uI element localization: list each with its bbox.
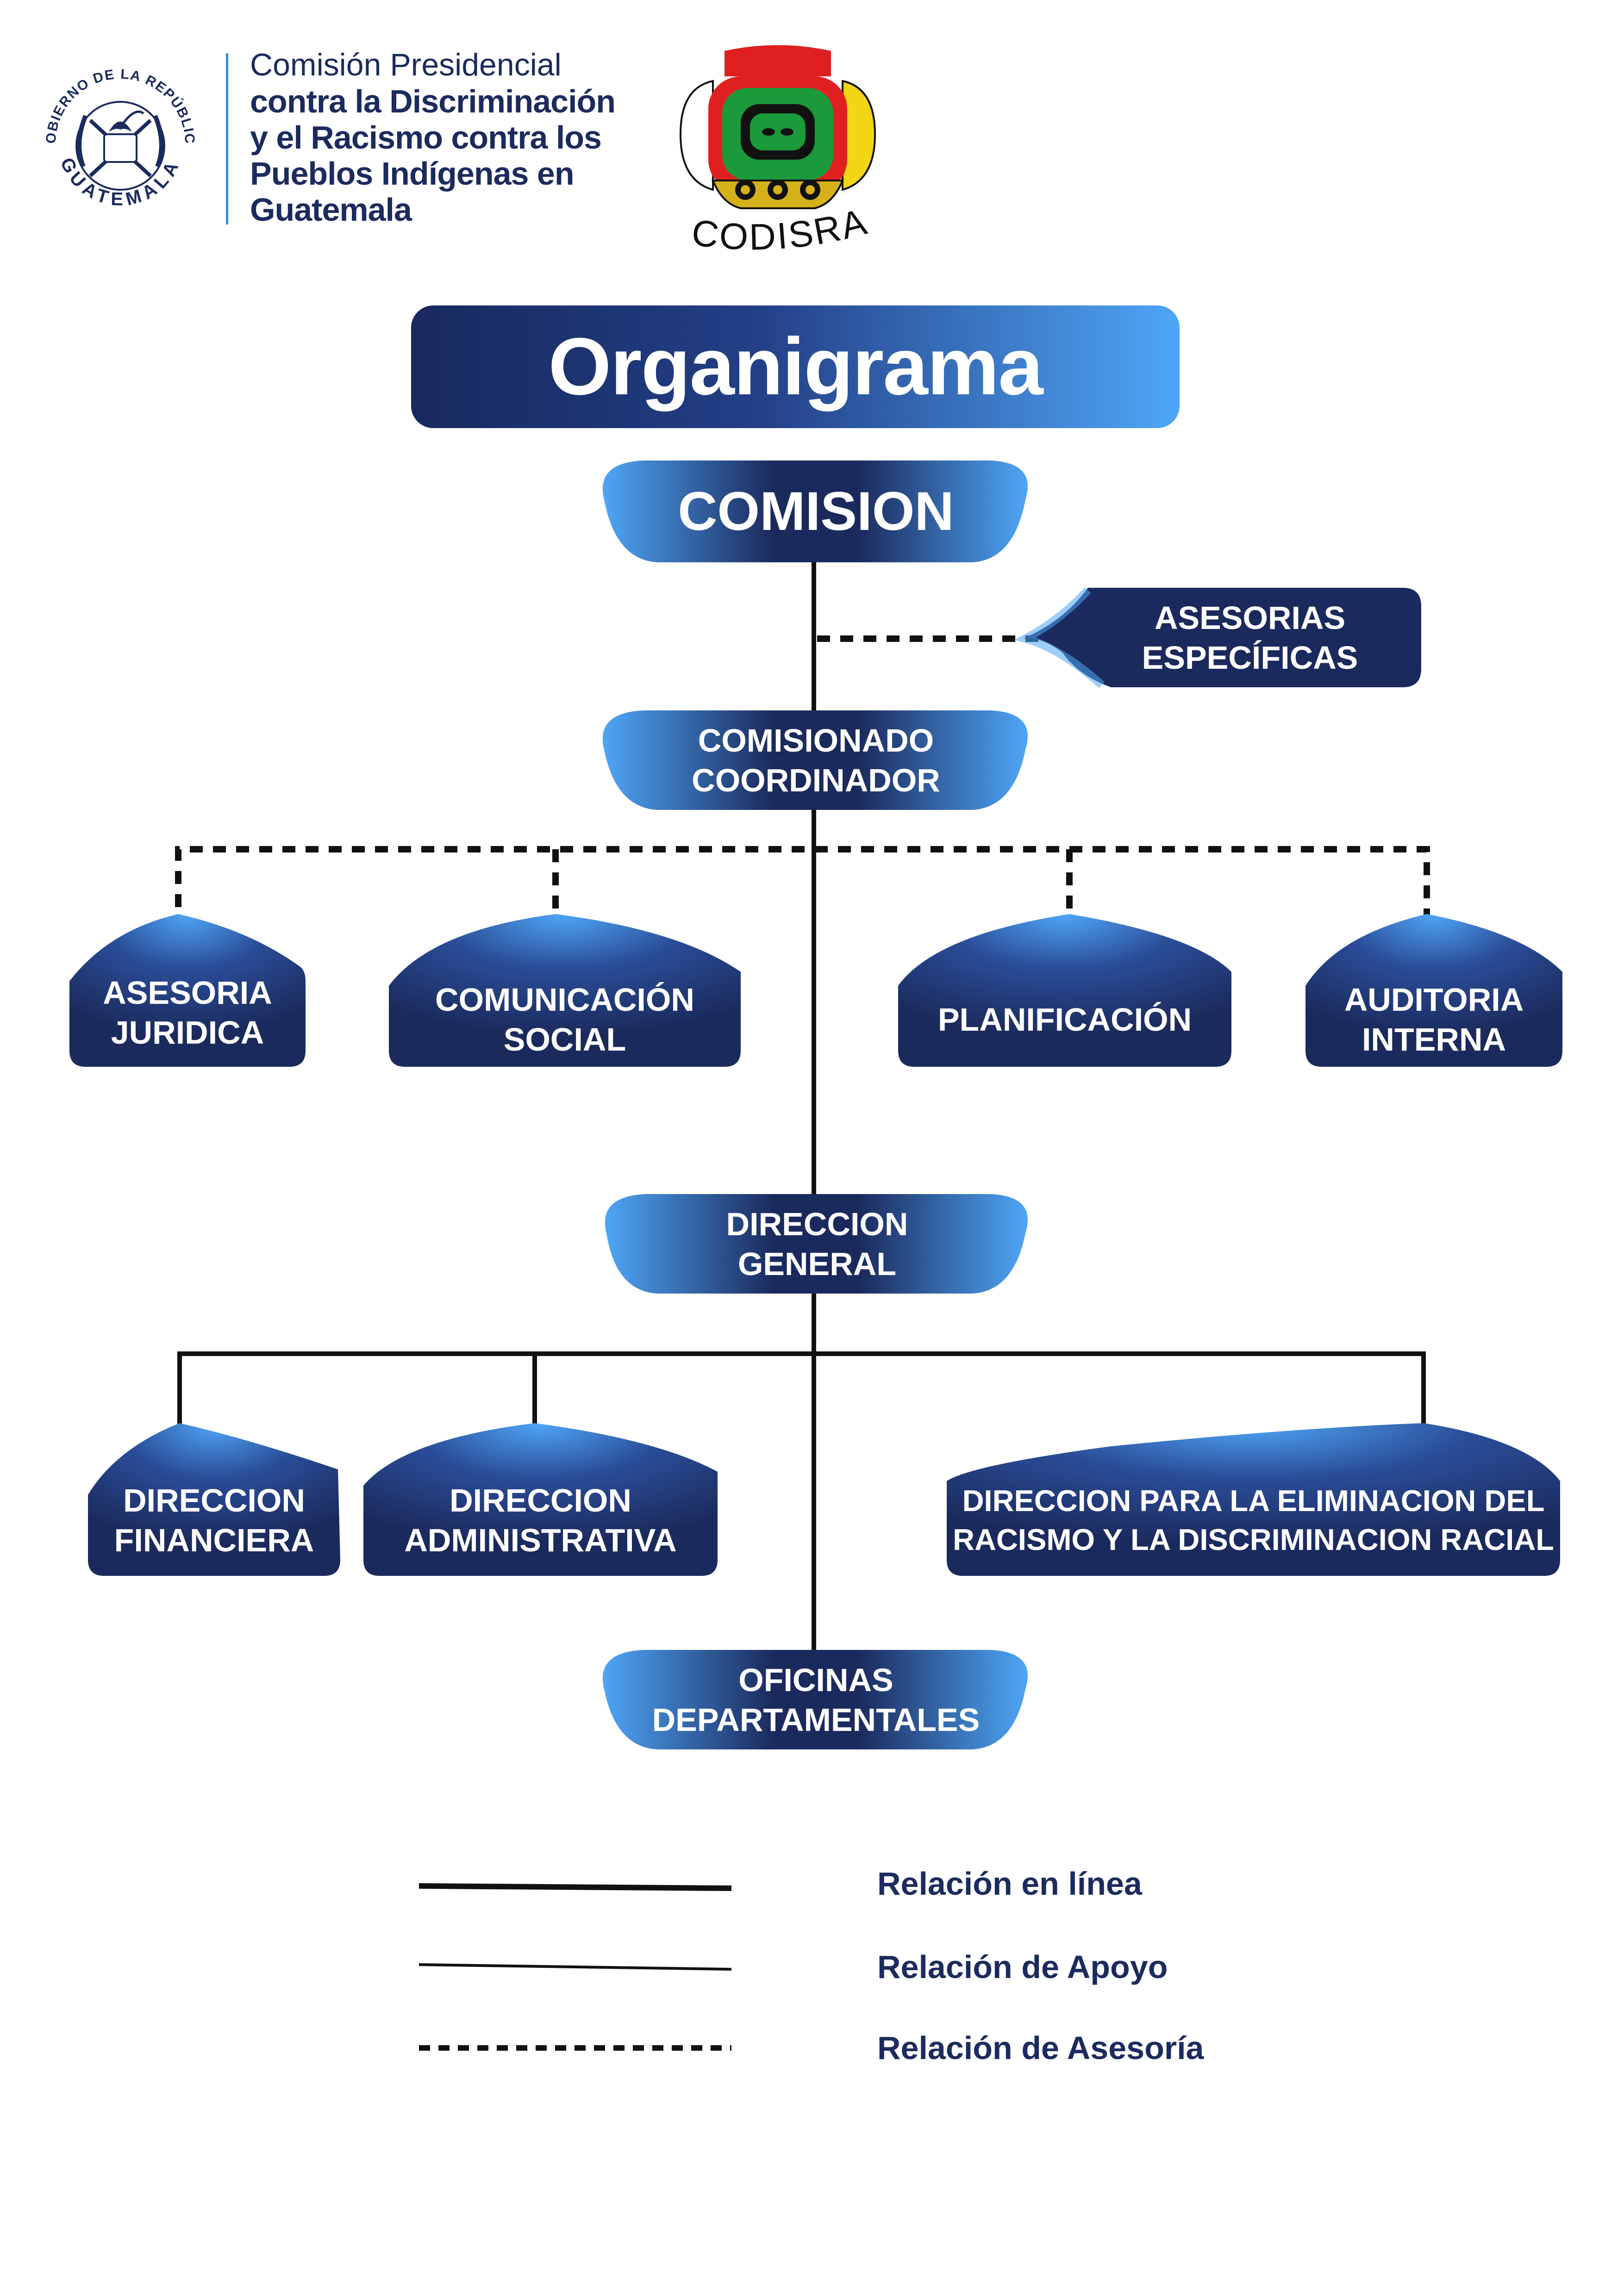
node-dir-financiera-line-1: DIRECCION (123, 1482, 305, 1518)
asesoria-juridica-node-shape (69, 914, 306, 1067)
node-dir-financiera-line-2: FINANCIERA (114, 1522, 314, 1558)
asesorias-node-shape (1023, 588, 1421, 687)
node-asesorias-line-1: ASESORIAS (1154, 599, 1346, 636)
node-comision-label: COMISION (678, 481, 954, 542)
node-auditoria-interna: AUDITORIA INTERNA (1305, 965, 1562, 1074)
comision-node-shape (602, 460, 1028, 562)
node-planificacion: PLANIFICACIÓN (898, 965, 1231, 1074)
node-comunicacion-line-2: SOCIAL (503, 1021, 626, 1058)
guatemala-seal-icon: GOBIERNO DE LA REPÚBLICA GUATEMALA (28, 51, 196, 210)
org-name-line-3: y el Racismo contra los (250, 119, 602, 156)
node-direccion-financiera: DIRECCION FINANCIERA (88, 1465, 340, 1576)
node-comisionado-line-1: COMISIONADO (698, 722, 934, 759)
node-dir-racismo-line-2: RACISMO Y LA DISCRIMINACION RACIAL (953, 1523, 1554, 1556)
node-comisionado-line-2: COORDINADOR (692, 762, 940, 798)
node-comisionado-coordinador: COMISIONADO COORDINADOR (604, 710, 1028, 810)
node-comunicacion-social: COMUNICACIÓN SOCIAL (389, 965, 741, 1074)
page-title: Organigrama (548, 322, 1043, 412)
node-direccion-racismo: DIRECCION PARA LA ELIMINACION DEL RACISM… (947, 1465, 1560, 1576)
node-oficinas-departamentales: OFICINAS DEPARTAMENTALES (604, 1650, 1028, 1749)
node-comunicacion-line-1: COMUNICACIÓN (435, 981, 694, 1018)
org-name: Comisión Presidencial contra la Discrimi… (250, 46, 667, 228)
org-name-line-2: contra la Discriminación (250, 83, 616, 119)
node-direccion-general-line-2: GENERAL (737, 1245, 897, 1282)
direccion-general-node-shape (605, 1194, 1028, 1294)
oficinas-node-shape (602, 1650, 1028, 1749)
legend-support-relation: Relación de Apoyo (877, 1949, 1168, 1985)
node-dir-racismo-line-1: DIRECCION PARA LA ELIMINACION DEL (962, 1484, 1545, 1518)
legend-line-solid-thick (418, 1883, 732, 1891)
node-oficinas-line-2: DEPARTAMENTALES (652, 1701, 980, 1738)
comunicacion-node-shape (389, 914, 741, 1067)
dir-financiera-node-shape (88, 1423, 340, 1576)
dir-admin-node-shape (363, 1423, 718, 1576)
node-asesorias-especificas: ASESORIAS ESPECÍFICAS (1079, 588, 1421, 687)
org-name-line-1: Comisión Presidencial (250, 47, 562, 82)
node-dir-admin-line-2: ADMINISTRATIVA (404, 1522, 677, 1558)
node-auditoria-line-1: AUDITORIA (1344, 981, 1524, 1018)
auditoria-node-shape (1305, 914, 1562, 1067)
node-asesoria-juridica-line-2: JURIDICA (111, 1014, 264, 1051)
page-title-bar: Organigrama (411, 305, 1180, 428)
codisra-logo-icon: CODISRA (679, 45, 876, 255)
comisionado-node-shape (602, 710, 1028, 810)
direction-branch-line (177, 1351, 1426, 1442)
node-auditoria-line-2: INTERNA (1362, 1021, 1506, 1058)
node-asesoria-juridica-line-1: ASESORIA (103, 974, 272, 1011)
node-oficinas-line-1: OFICINAS (738, 1661, 893, 1698)
node-planificacion-label: PLANIFICACIÓN (937, 1001, 1192, 1038)
advisory-relations (175, 635, 1430, 953)
node-direccion-general-line-1: DIRECCION (726, 1206, 908, 1242)
legend-line-solid-thin (418, 1963, 732, 1971)
dir-racismo-node-shape (947, 1423, 1560, 1576)
planificacion-node-shape (898, 914, 1231, 1067)
node-direccion-general: DIRECCION GENERAL (606, 1194, 1028, 1294)
node-asesoria-juridica: ASESORIA JURIDICA (69, 958, 306, 1067)
node-direccion-administrativa: DIRECCION ADMINISTRATIVA (363, 1465, 718, 1576)
node-comision: COMISION (604, 460, 1028, 562)
org-name-line-5: Guatemala (250, 192, 412, 228)
legend-advisory-relation: Relación de Asesoría (877, 2030, 1204, 2066)
staff-dashed-line (175, 846, 1430, 953)
header-divider (226, 53, 228, 224)
node-asesorias-line-2: ESPECÍFICAS (1142, 639, 1358, 676)
org-name-line-4: Pueblos Indígenas en (250, 156, 575, 192)
legend-line-relation: Relación en línea (877, 1866, 1142, 1902)
node-dir-admin-line-1: DIRECCION (450, 1482, 631, 1518)
